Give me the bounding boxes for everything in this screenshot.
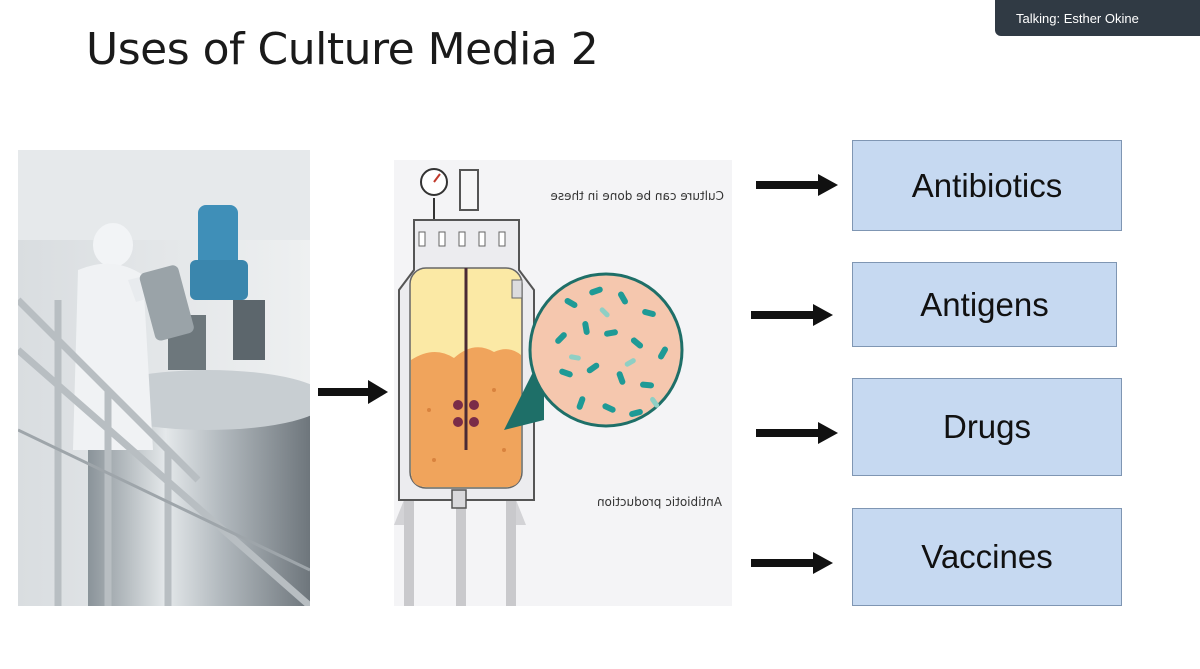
arrow-photo-to-diagram-icon xyxy=(318,380,388,404)
diagram-caption-top: Culture can be done in these xyxy=(550,189,724,203)
product-box-drugs: Drugs xyxy=(852,378,1122,476)
product-box-vaccines: Vaccines xyxy=(852,508,1122,606)
arrow-to-vaccines-icon xyxy=(751,552,833,574)
bioreactor-diagram: Culture can be done in these Antibiotic … xyxy=(394,160,732,606)
product-label: Vaccines xyxy=(921,538,1053,575)
arrow-to-antibiotics-icon xyxy=(756,174,838,196)
product-box-antibiotics: Antibiotics xyxy=(852,140,1122,231)
product-label: Drugs xyxy=(942,408,1032,445)
product-label: Antigens xyxy=(920,285,1049,323)
product-box-antigens: Antigens xyxy=(852,262,1117,347)
diagram-caption-bottom: Antibiotic production xyxy=(597,495,722,509)
product-label: Antibiotics xyxy=(911,166,1063,204)
arrow-to-drugs-icon xyxy=(756,422,838,444)
talking-label: Talking: Esther Okine xyxy=(1016,11,1139,26)
arrow-to-antigens-icon xyxy=(751,304,833,326)
talking-indicator: Talking: Esther Okine xyxy=(995,0,1200,36)
bioreactor-photo xyxy=(18,150,310,606)
slide-title: Uses of Culture Media 2 xyxy=(86,24,599,75)
